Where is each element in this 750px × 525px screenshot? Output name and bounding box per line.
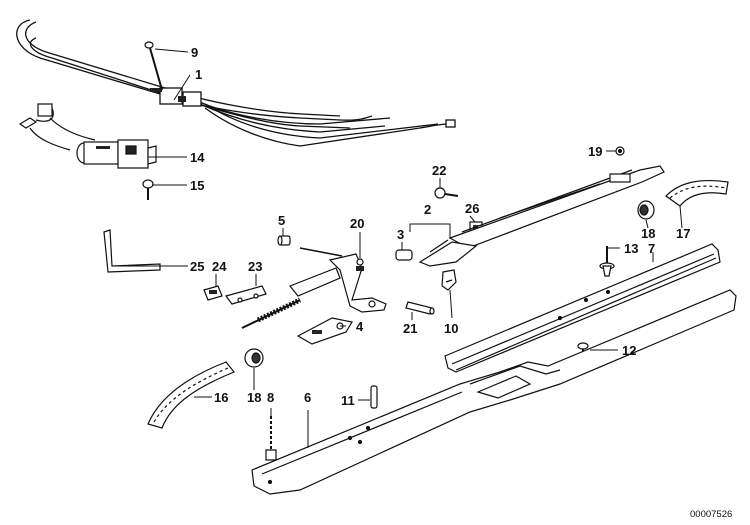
pad-24 <box>203 285 223 301</box>
callout-1: 1 <box>195 67 202 82</box>
callout-17: 17 <box>676 226 690 241</box>
guide-rail-2 <box>418 165 665 267</box>
callout-19: 19 <box>588 144 602 159</box>
hose-16 <box>147 361 235 429</box>
callout-24: 24 <box>212 259 227 274</box>
callout-4: 4 <box>356 319 364 334</box>
callout-26: 26 <box>465 201 479 216</box>
screw-15 <box>142 179 154 200</box>
callout-22: 22 <box>432 163 446 178</box>
screw-8 <box>265 416 277 461</box>
nut-19 <box>615 146 625 156</box>
callout-5: 5 <box>278 213 285 228</box>
screw-22 <box>434 187 459 199</box>
callout-14: 14 <box>190 150 205 165</box>
callout-10: 10 <box>444 321 458 336</box>
pad-3 <box>395 249 413 261</box>
callout-8: 8 <box>267 390 274 405</box>
callout-15: 15 <box>190 178 204 193</box>
drive-motor-14 <box>18 103 157 169</box>
callout-3: 3 <box>397 227 404 242</box>
pin-21 <box>405 301 435 315</box>
reference-number: 00007526 <box>690 509 732 520</box>
lifter-mechanism-20 <box>289 247 387 313</box>
callout-6: 6 <box>304 390 311 405</box>
callout-18-lower: 18 <box>247 390 261 405</box>
callout-23: 23 <box>248 259 262 274</box>
pin-11 <box>370 385 378 409</box>
screw-13 <box>599 246 615 277</box>
bush-18-lower <box>244 348 264 368</box>
bracket-10 <box>441 269 457 291</box>
hose-17 <box>665 179 729 207</box>
guide-rail-6 <box>251 289 737 495</box>
callout-18-upper: 18 <box>641 226 655 241</box>
callout-16: 16 <box>214 390 228 405</box>
spindle-23 <box>224 285 302 329</box>
callout-11: 11 <box>341 393 355 408</box>
callout-labels: 9 1 14 15 19 22 2 26 3 5 20 18 17 13 7 2… <box>190 45 690 408</box>
callout-2: 2 <box>424 202 431 217</box>
allen-key-25 <box>103 229 161 273</box>
callout-13: 13 <box>624 241 638 256</box>
callout-20: 20 <box>350 216 364 231</box>
callout-12: 12 <box>622 343 636 358</box>
callout-9: 9 <box>191 45 198 60</box>
guide-rail-7 <box>444 243 721 373</box>
bush-5 <box>277 235 291 246</box>
screw-9 <box>144 41 163 91</box>
callout-21: 21 <box>403 321 417 336</box>
bush-18-upper <box>637 200 655 220</box>
leader-lines <box>112 48 683 448</box>
slider-4 <box>296 317 353 345</box>
drive-cable-assembly <box>16 19 456 147</box>
callout-25: 25 <box>190 259 204 274</box>
callout-7: 7 <box>648 241 655 256</box>
